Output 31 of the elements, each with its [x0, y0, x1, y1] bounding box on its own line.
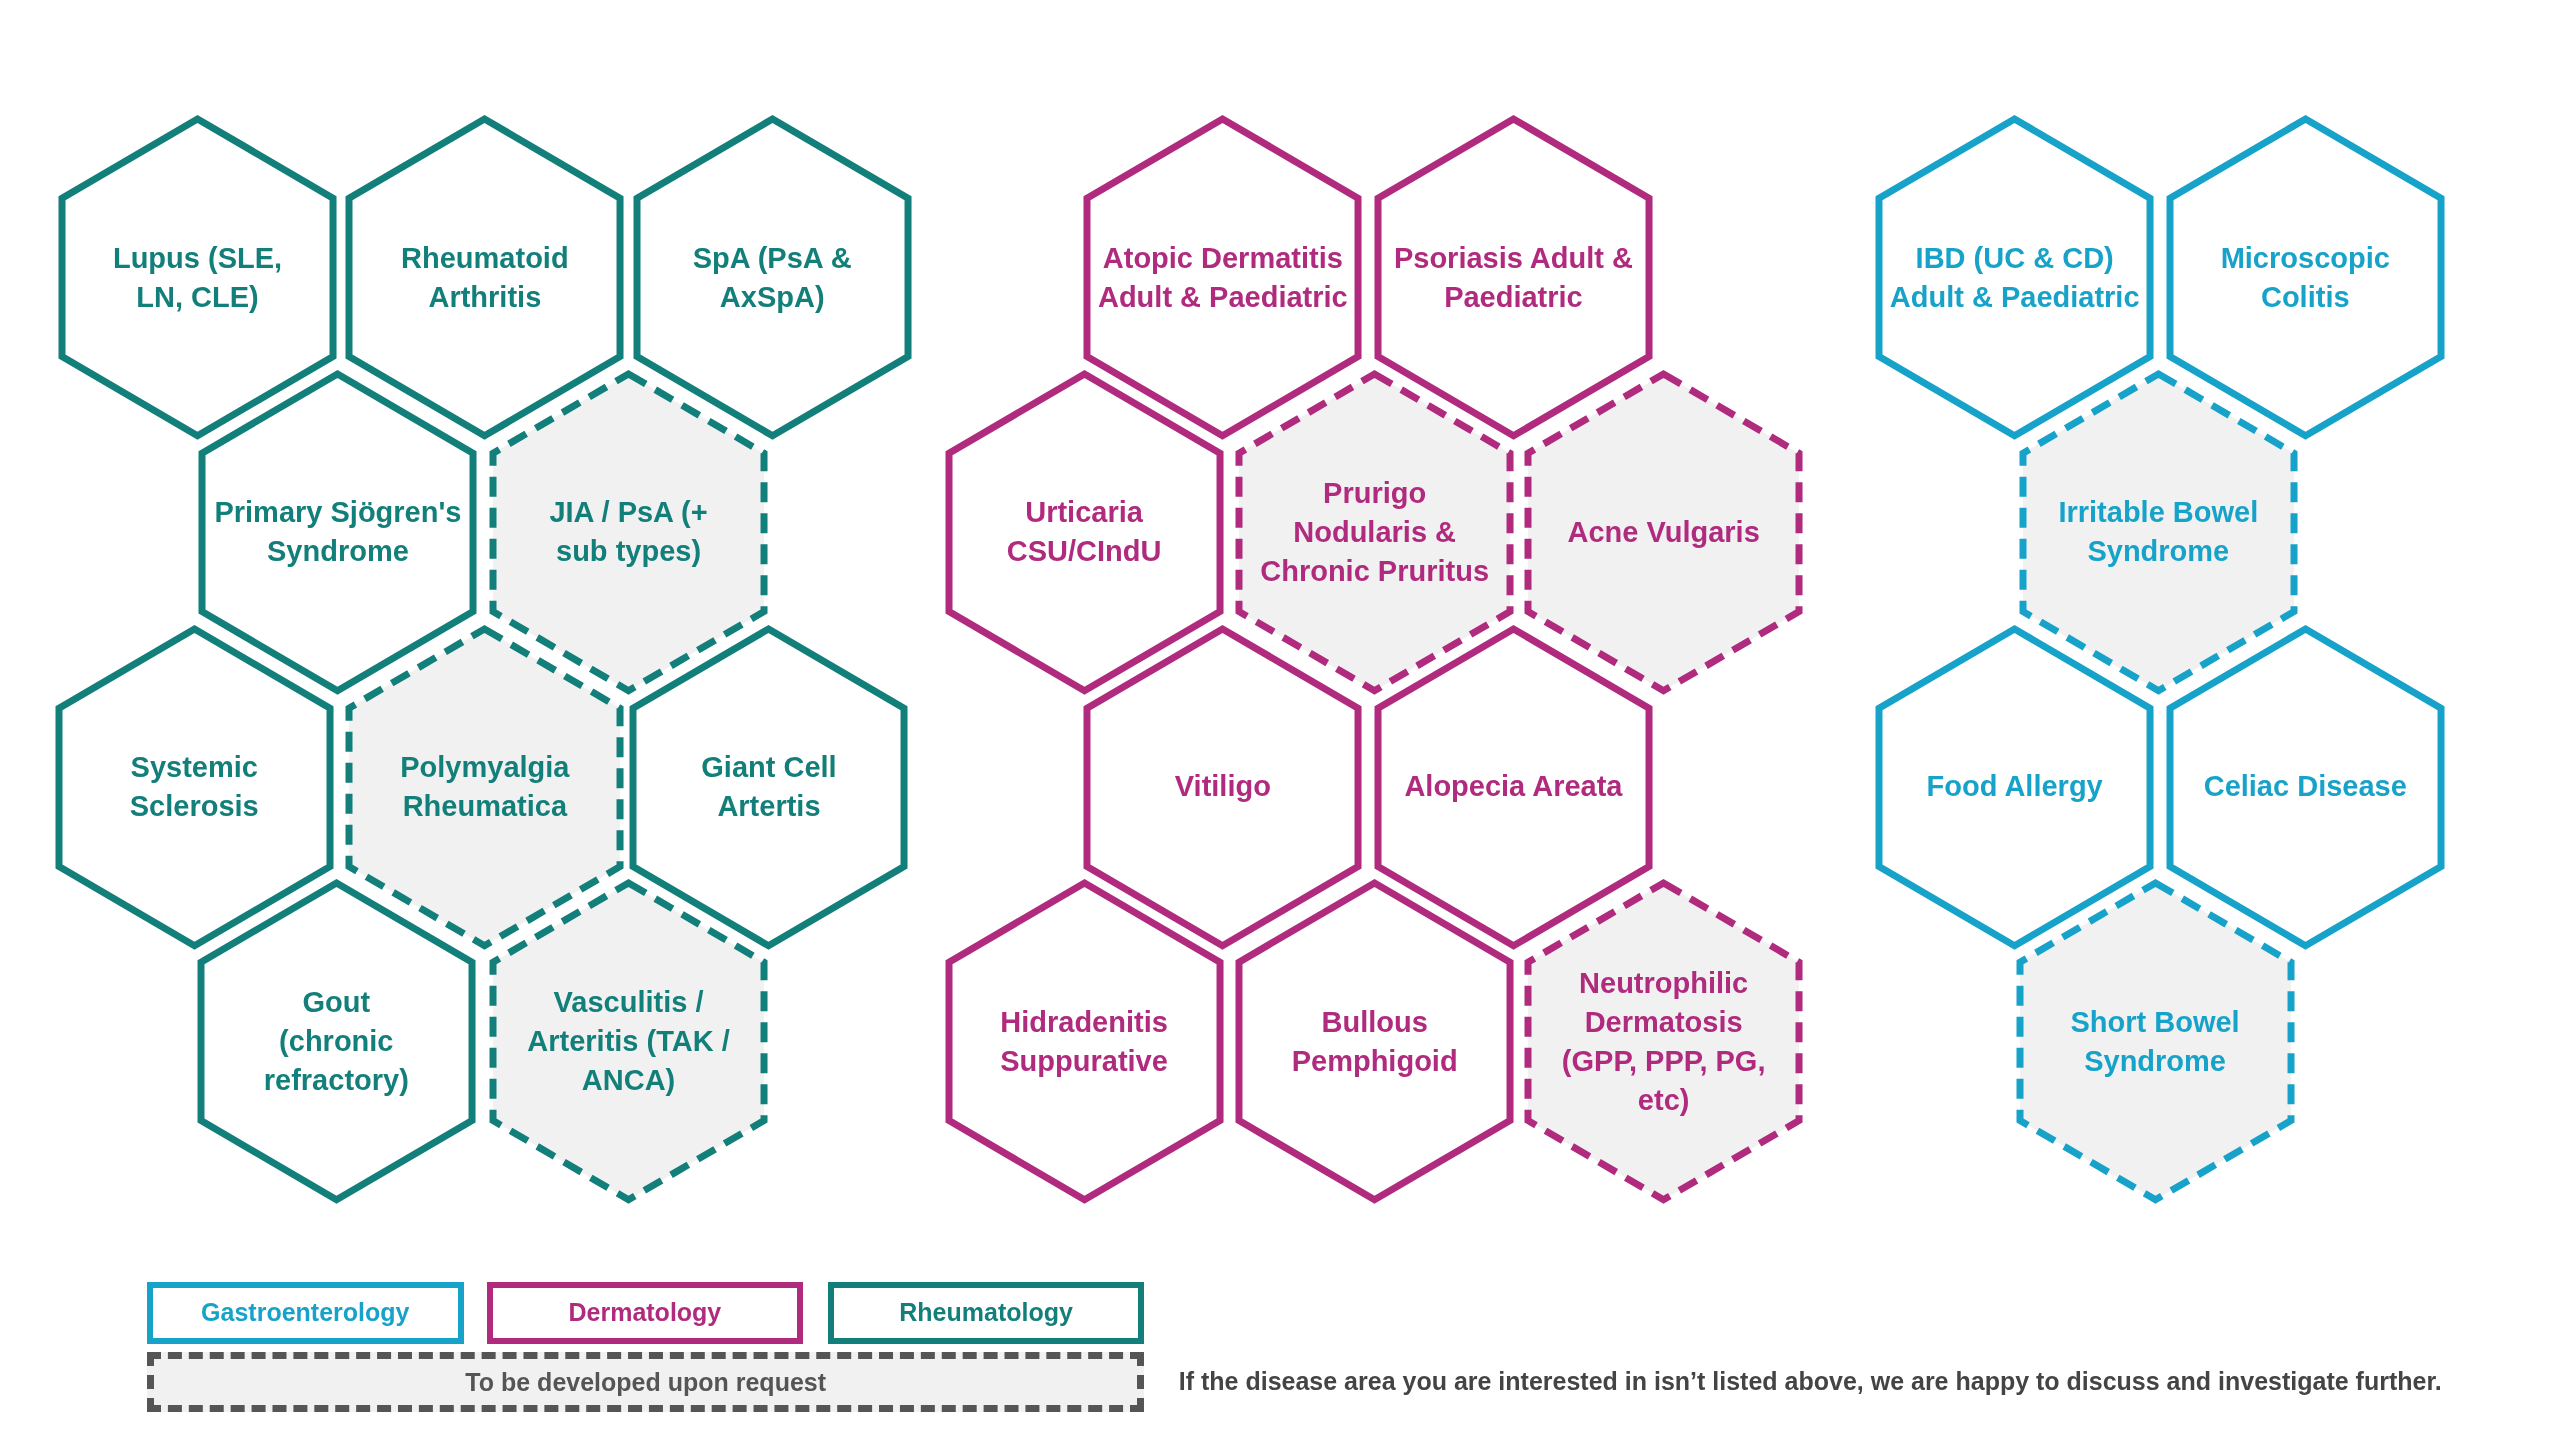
disease-label: Neutrophilic Dermatosis (GPP, PPP, PG, etc) — [1560, 965, 1767, 1118]
legend-item: Dermatology — [486, 1281, 804, 1344]
disease-label: Vitiligo — [1173, 769, 1272, 805]
disease-label: SpA (PsA & AxSpA) — [691, 240, 853, 315]
disease-label: Bullous Pemphigoid — [1290, 1004, 1459, 1079]
disease-label: Irritable Bowel Syndrome — [2057, 495, 2260, 570]
disease-label: Acne Vulgaris — [1566, 514, 1761, 550]
disease-label: Lupus (SLE, LN, CLE) — [111, 240, 284, 315]
disease-label: Systemic Sclerosis — [128, 749, 260, 824]
disease-label: Urticaria CSU/CIndU — [1005, 495, 1163, 570]
disease-label: Alopecia Areata — [1403, 769, 1624, 805]
disease-label: Microscopic Colitis — [2219, 240, 2391, 315]
disease-label: Food Allergy — [1925, 769, 2104, 805]
legend-item: Rheumatology — [827, 1281, 1145, 1344]
disease-label: Giant Cell Artertis — [700, 749, 838, 824]
disease-label: Short Bowel Syndrome — [2069, 1004, 2241, 1079]
disease-label: JIA / PsA (+ sub types) — [548, 495, 709, 570]
disease-label: Celiac Disease — [2202, 769, 2408, 805]
disease-label: Vasculitis / Arteritis (TAK / ANCA) — [526, 985, 731, 1099]
disease-label: Primary Sjögren's Syndrome — [213, 495, 463, 570]
disease-label: Gout (chronic refractory) — [262, 985, 410, 1099]
legend-item: To be developed upon request — [146, 1351, 1145, 1413]
disease-label: Atopic Dermatitis Adult & Paediatric — [1096, 240, 1349, 315]
disease-label: Prurigo Nodularis & Chronic Pruritus — [1259, 475, 1491, 589]
disease-label: Polymyalgia Rheumatica — [399, 749, 571, 824]
disease-label: Psoriasis Adult & Paediatric — [1392, 240, 1634, 315]
legend-item: Gastroenterology — [146, 1281, 464, 1344]
footnote: If the disease area you are interested in isn’t listed above, we are happy to discuss and investigate further. — [1178, 1366, 2442, 1396]
disease-label: Hidradenitis Suppurative — [999, 1004, 1169, 1079]
disease-label: Rheumatoid Arthritis — [400, 240, 570, 315]
disease-label: IBD (UC & CD) Adult & Paediatric — [1888, 240, 2141, 315]
